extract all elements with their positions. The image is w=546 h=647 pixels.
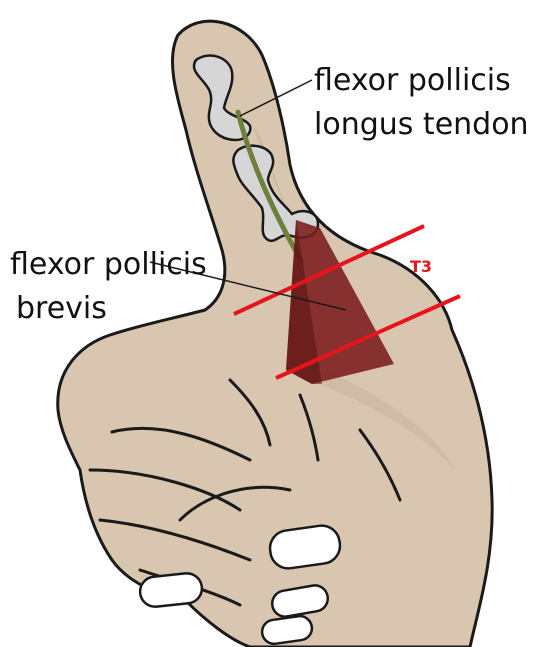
zone-label: T3 bbox=[410, 257, 432, 276]
fpb-label-line2: brevis bbox=[16, 291, 107, 326]
fpb-label-line1: flexor pollicis bbox=[10, 247, 207, 282]
fpl-label-line1: flexor pollicis bbox=[314, 63, 511, 98]
nail-2 bbox=[139, 572, 204, 608]
fpl-label-line2: longus tendon bbox=[314, 107, 529, 142]
